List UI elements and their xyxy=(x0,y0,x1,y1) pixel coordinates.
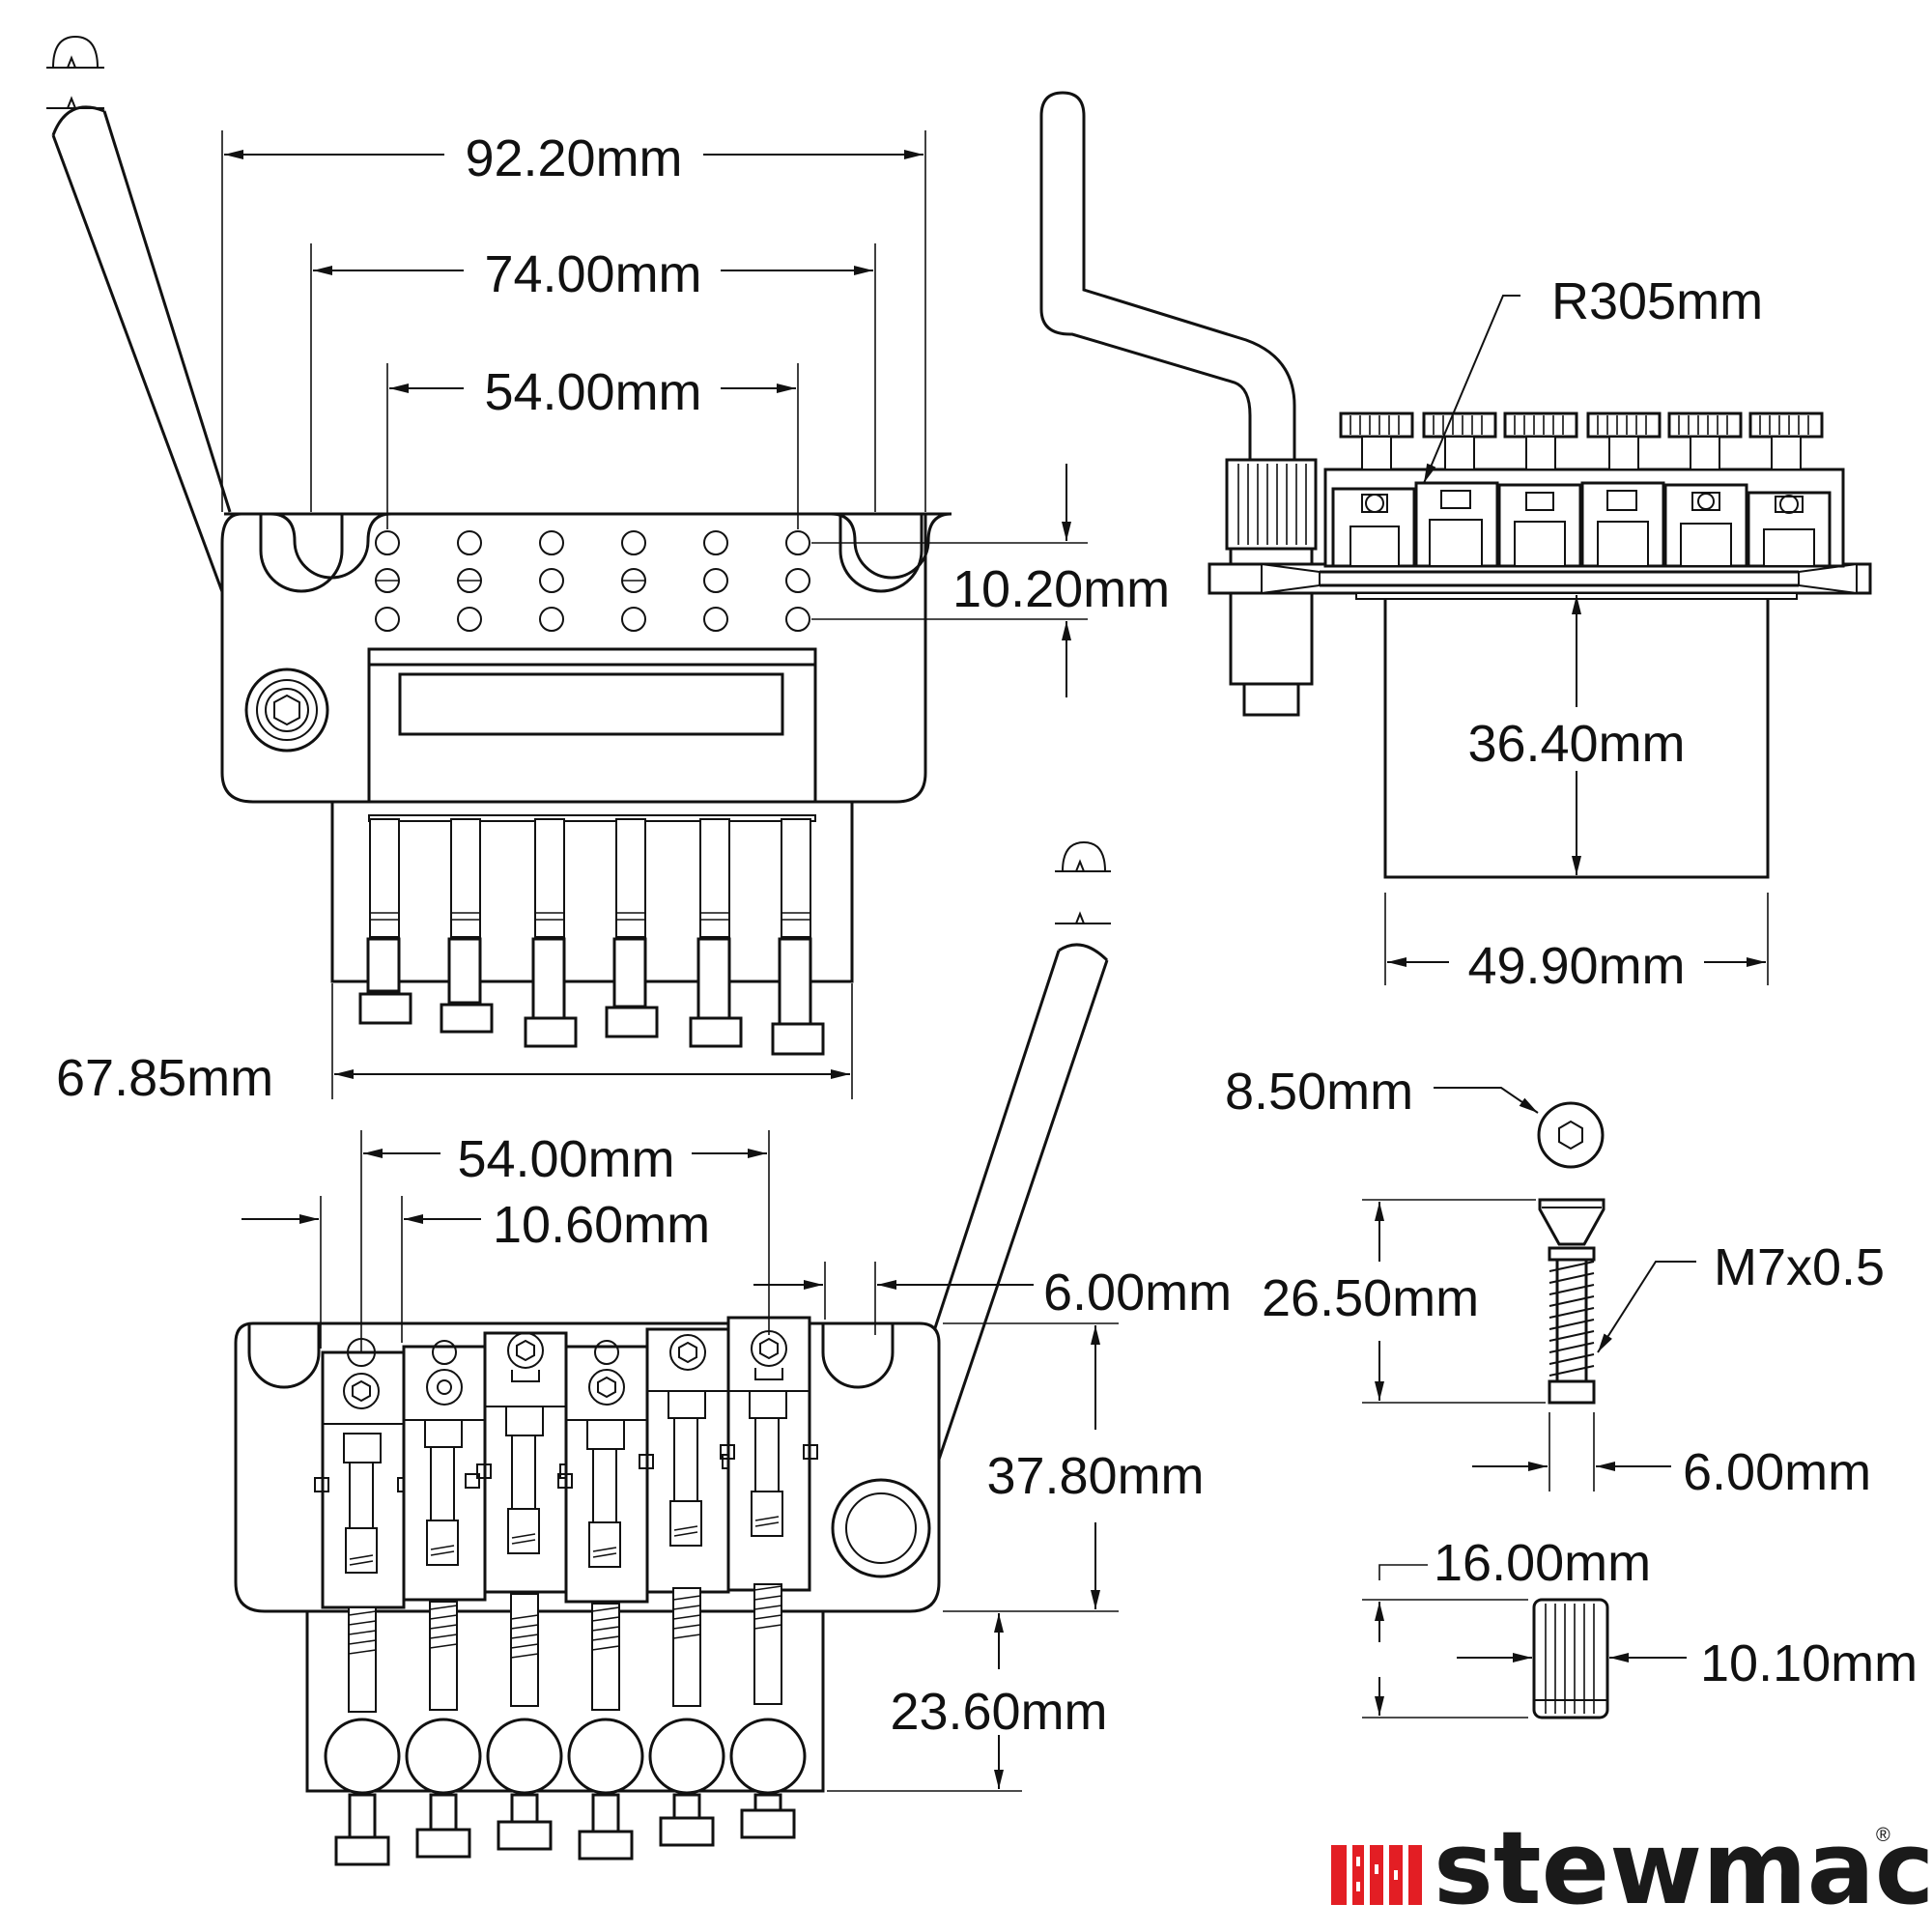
side-view-dimensions: R305mm 36.40mm 49.90mm xyxy=(1384,272,1769,995)
screw-head-icon xyxy=(1537,1101,1605,1169)
top-view-dimensions: 92.20mm 74.00mm 54.00mm 10.20mm 67.85mm xyxy=(56,129,1170,1107)
registered-mark: ® xyxy=(1876,1825,1890,1846)
top-view-tremolo-arm xyxy=(46,35,232,598)
dim-block-height: 36.40mm xyxy=(1467,715,1685,773)
top-view: 92.20mm 74.00mm 54.00mm 10.20mm 67.85mm xyxy=(46,35,1170,1107)
pivot-screw-icon xyxy=(1538,1198,1605,1405)
stewmac-wordmark: stewmac xyxy=(1434,1809,1932,1927)
side-view-string-lock-knobs xyxy=(1339,412,1824,470)
dim-fine-tuner-depth: 23.60mm xyxy=(890,1683,1107,1741)
dim-screw-thread: M7x0.5 xyxy=(1714,1238,1885,1296)
bottom-view-dimensions: 54.00mm 10.60mm 6.00mm 37.80mm 23.60mm xyxy=(242,1130,1232,1792)
dim-string-spacing-top: 54.00mm xyxy=(484,363,701,421)
side-view: R305mm 36.40mm 49.90mm xyxy=(1039,91,1872,995)
dim-hole-offset: 10.20mm xyxy=(952,560,1170,618)
dim-insert-diameter: 10.10mm xyxy=(1700,1634,1918,1692)
dim-radius: R305mm xyxy=(1551,272,1763,330)
dim-screw-head: 8.50mm xyxy=(1225,1063,1413,1121)
bottom-view: 54.00mm 10.60mm 6.00mm 37.80mm 23.60mm xyxy=(234,840,1232,1866)
stewmac-logo: stewmac ® xyxy=(1331,1809,1932,1927)
bottom-view-fine-tuner-knobs xyxy=(324,1583,807,1866)
stewmac-logo-mark xyxy=(1331,1845,1422,1905)
dim-edge-gap: 6.00mm xyxy=(1043,1264,1232,1321)
dim-post-spacing: 74.00mm xyxy=(484,245,701,303)
side-view-saddles xyxy=(1331,481,1832,568)
dim-plate-depth: 37.80mm xyxy=(986,1447,1204,1505)
dim-screw-length: 26.50mm xyxy=(1262,1269,1479,1327)
dim-overall-width: 92.20mm xyxy=(465,129,682,187)
top-view-fine-tuners xyxy=(358,818,825,1056)
top-view-fine-tuner-housing xyxy=(330,800,854,983)
bottom-view-saddles xyxy=(314,1316,818,1609)
dim-base-width: 67.85mm xyxy=(56,1049,273,1107)
side-view-tremolo-arm xyxy=(1039,91,1296,473)
parts-detail: 8.50mm 26.50mm M7x0.5 6.00mm xyxy=(1225,1063,1918,1719)
dim-screw-diameter: 6.00mm xyxy=(1683,1443,1871,1501)
dim-block-width: 49.90mm xyxy=(1467,937,1685,995)
top-view-string-holes xyxy=(375,530,810,632)
dim-insert-length: 16.00mm xyxy=(1434,1534,1651,1592)
dim-string-spacing-bottom: 54.00mm xyxy=(457,1130,674,1188)
threaded-insert-icon xyxy=(1532,1598,1609,1719)
top-view-hex-screw-icon xyxy=(244,668,329,753)
dim-saddle-width: 10.60mm xyxy=(493,1196,710,1254)
